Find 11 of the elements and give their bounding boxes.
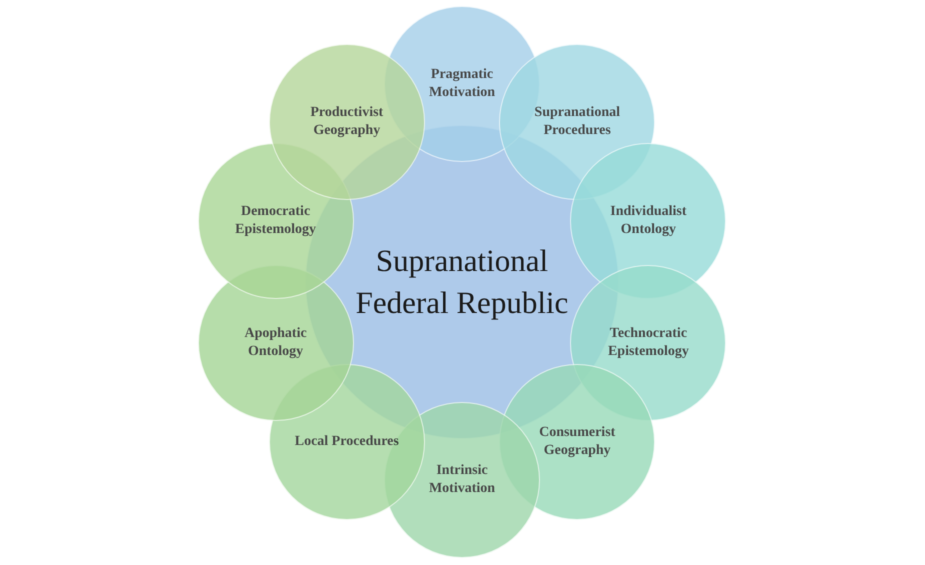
circle-label: Consumerist Geography bbox=[538, 424, 616, 460]
circle-label: Pragmatic Motivation bbox=[428, 66, 496, 102]
circle-label: Intrinsic Motivation bbox=[428, 462, 496, 498]
circle-label: Productivist Geography bbox=[309, 104, 384, 140]
circle-label: Apophatic Ontology bbox=[243, 325, 308, 362]
circle-label: Democratic Epistemology bbox=[234, 202, 318, 239]
center-title: Supranational Federal Republic bbox=[354, 242, 570, 322]
circle-label: Supranational Procedures bbox=[533, 104, 621, 140]
circle-label: Technocratic Epistemology bbox=[606, 325, 690, 362]
circle-label: Individualist Ontology bbox=[609, 202, 688, 239]
circle-label: Local Procedures bbox=[294, 433, 400, 452]
